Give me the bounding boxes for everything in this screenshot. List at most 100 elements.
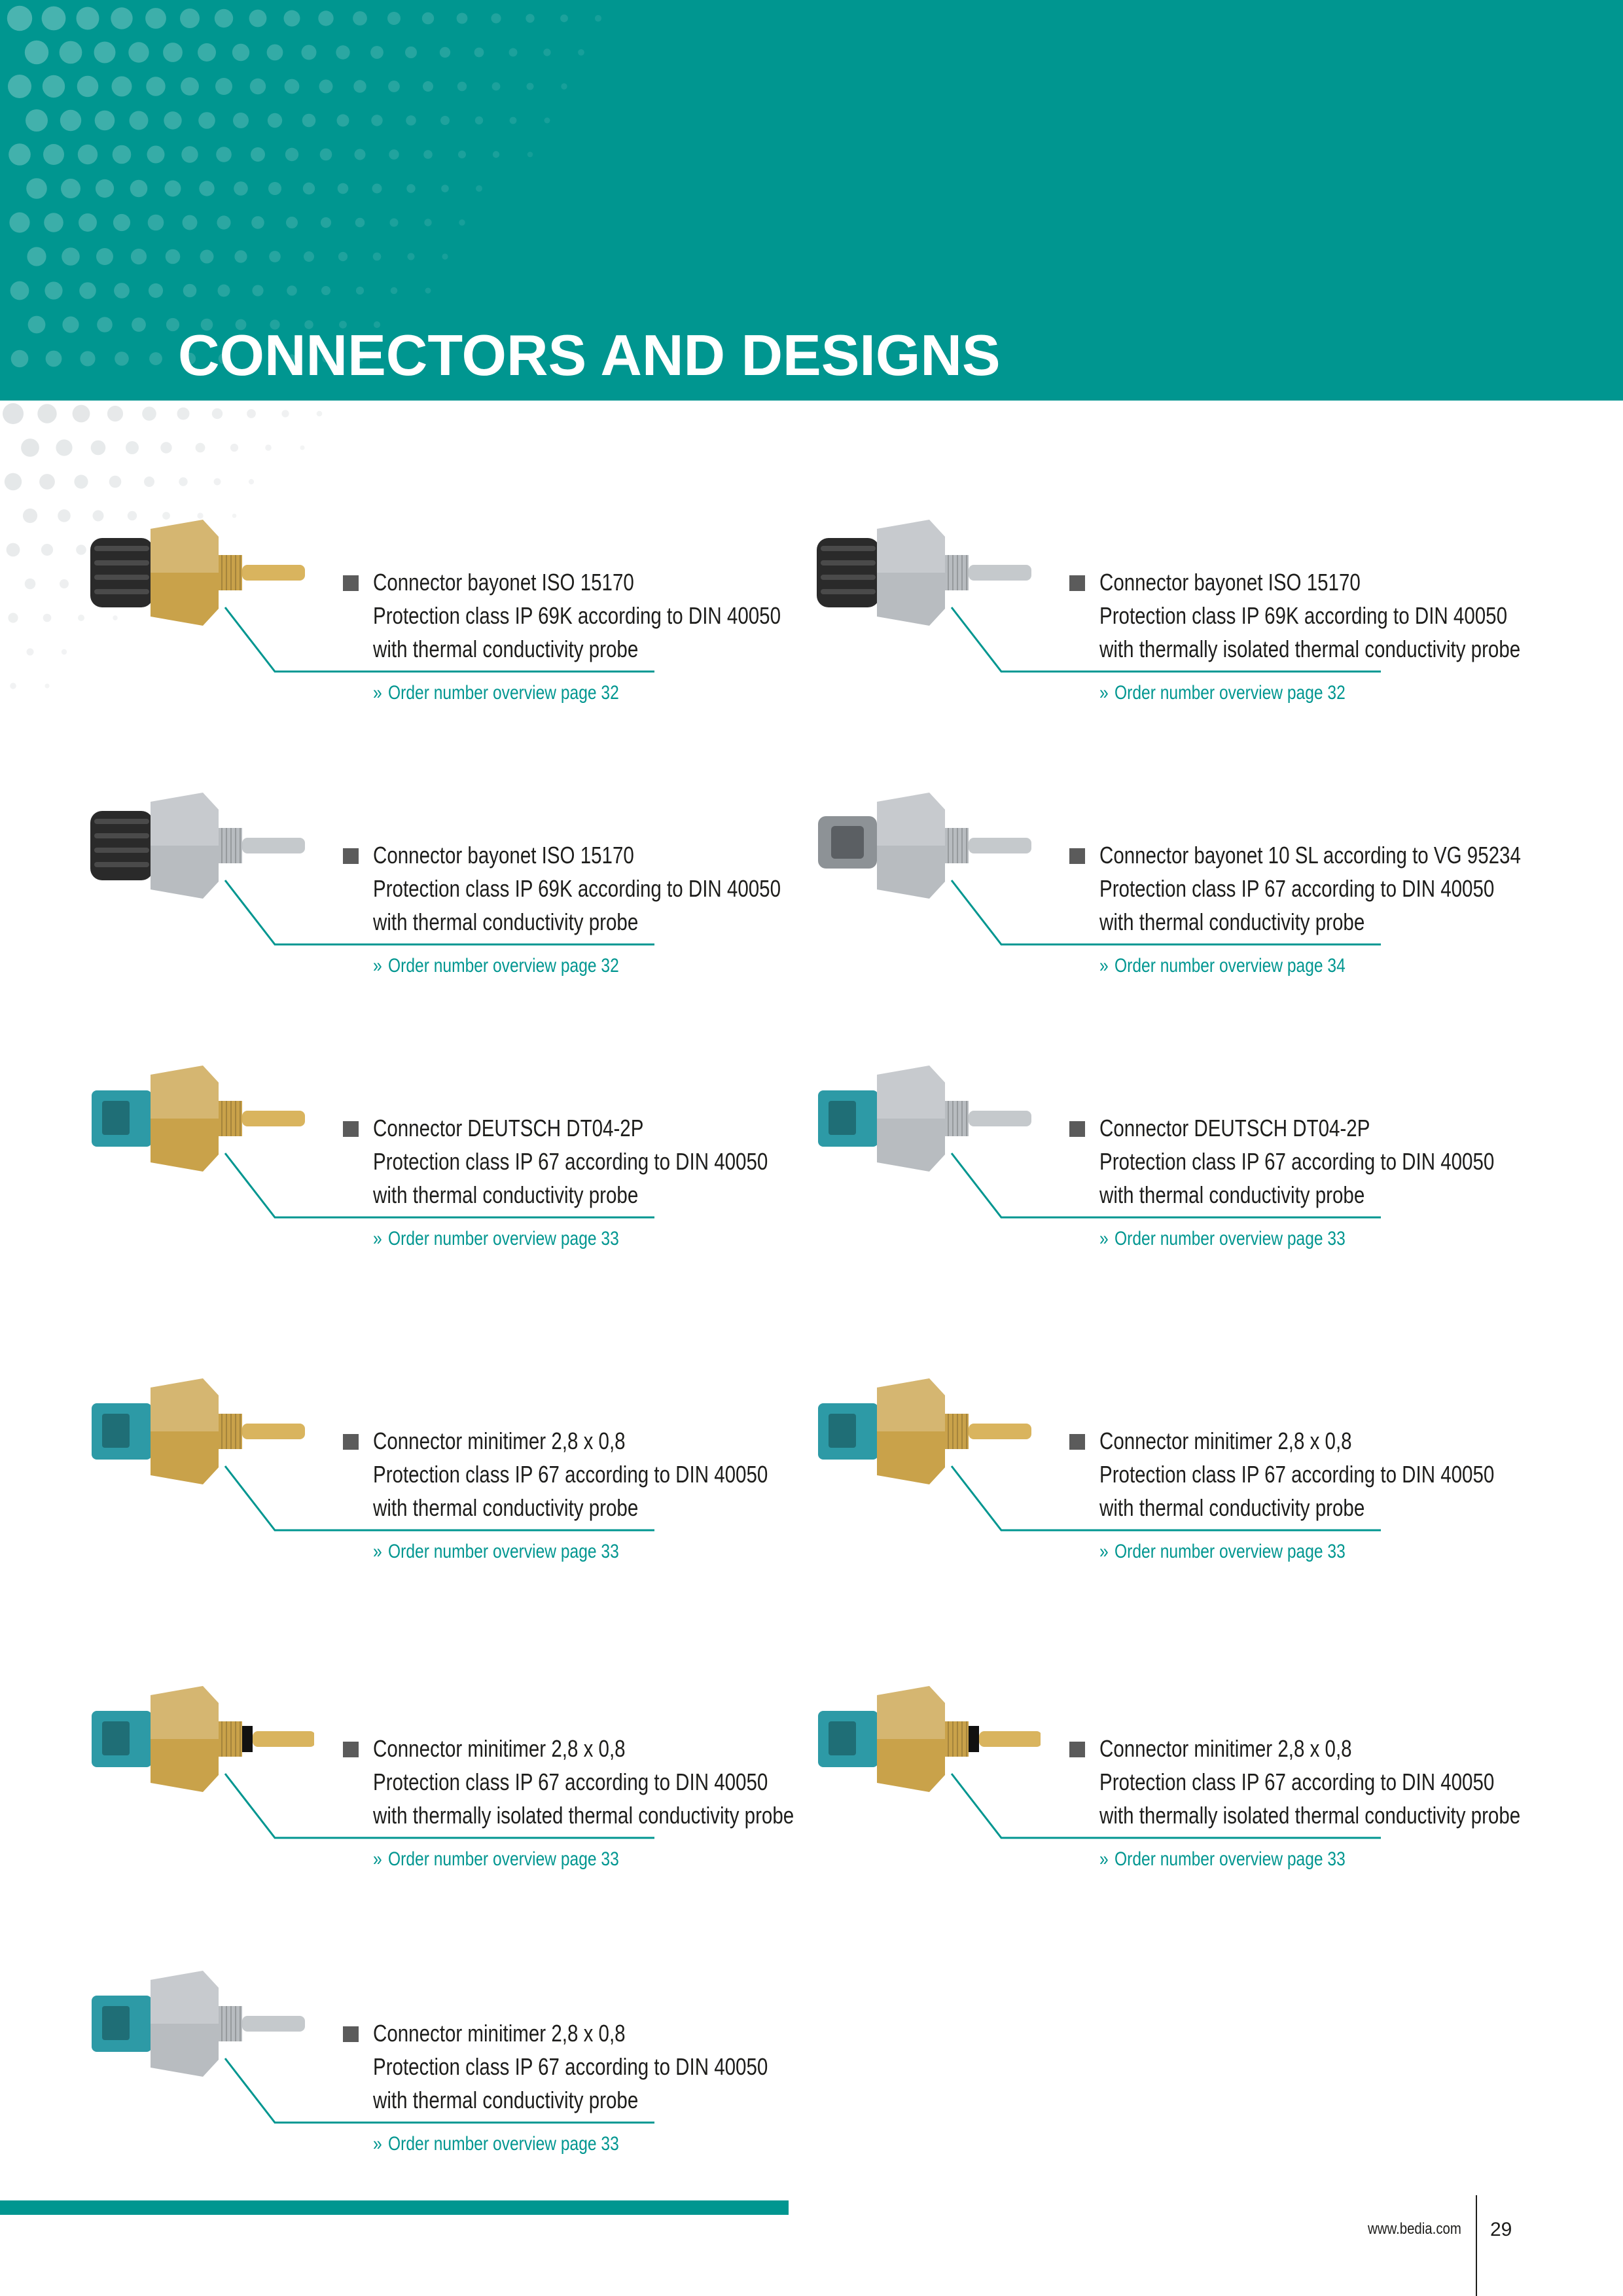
sensor-minitimer-isolated-icon <box>818 1686 1041 1792</box>
description-line: Connector bayonet ISO 15170 <box>373 569 634 596</box>
link-text: Order number overview page 32 <box>387 955 619 977</box>
leader-line <box>224 880 654 946</box>
link-text: Order number overview page 33 <box>387 1848 619 1870</box>
bottom-accent-bar <box>0 2200 789 2215</box>
leader-line <box>950 880 1381 946</box>
description-line: Connector minitimer 2,8 x 0,8 <box>373 1427 626 1454</box>
footer-url[interactable]: www.bedia.com <box>1368 2220 1461 2238</box>
description-line: Protection class IP 69K according to DIN… <box>373 875 781 902</box>
product-description: Connector bayonet 10 SL according to VG … <box>1099 838 1613 939</box>
description-line: with thermally isolated thermal conducti… <box>1099 636 1521 662</box>
description-line: Protection class IP 67 according to DIN … <box>1099 1768 1495 1795</box>
sensor-bayonet-steel-icon <box>817 520 1031 626</box>
link-text: Order number overview page 33 <box>387 1228 619 1249</box>
sensor-deutsch-brass-icon <box>92 1066 305 1172</box>
description-line: with thermal conductivity probe <box>373 1181 639 1208</box>
leader-line <box>950 607 1381 673</box>
description-line: Connector minitimer 2,8 x 0,8 <box>373 1735 626 1762</box>
description-line: Protection class IP 67 according to DIN … <box>373 1148 768 1175</box>
link-prefix: » <box>1099 1848 1109 1870</box>
description-line: with thermally isolated thermal conducti… <box>373 1802 794 1829</box>
description-line: with thermal conductivity probe <box>1099 908 1365 935</box>
bullet-square <box>1069 1434 1085 1450</box>
sensor-minitimer-isolated-icon <box>92 1686 314 1792</box>
sensor-minitimer-brass-icon <box>92 1378 305 1484</box>
order-number-link[interactable]: »Order number overview page 33 <box>373 1228 669 1250</box>
order-number-link[interactable]: »Order number overview page 33 <box>373 1541 669 1563</box>
description-line: Connector minitimer 2,8 x 0,8 <box>1099 1735 1352 1762</box>
description-line: Protection class IP 69K according to DIN… <box>1099 602 1508 629</box>
sensor-10sl-steel-icon <box>818 793 1031 899</box>
link-prefix: » <box>1099 682 1109 704</box>
order-number-link[interactable]: »Order number overview page 33 <box>373 1848 669 1871</box>
order-number-link[interactable]: »Order number overview page 34 <box>1099 955 1396 977</box>
header-banner: CONNECTORS AND DESIGNS <box>0 0 1623 401</box>
description-line: with thermal conductivity probe <box>1099 1181 1365 1208</box>
order-number-link[interactable]: »Order number overview page 33 <box>373 2133 669 2155</box>
bullet-square <box>1069 575 1085 591</box>
order-number-link[interactable]: »Order number overview page 32 <box>1099 682 1396 704</box>
description-line: with thermal conductivity probe <box>373 636 639 662</box>
order-number-link[interactable]: »Order number overview page 33 <box>1099 1848 1396 1871</box>
link-prefix: » <box>373 955 382 977</box>
leader-line <box>224 1465 654 1532</box>
header-dot-pattern <box>7 5 602 368</box>
link-prefix: » <box>373 1541 382 1562</box>
sensor-bayonet-steel-icon <box>90 793 305 899</box>
link-prefix: » <box>1099 1228 1109 1249</box>
bullet-square <box>1069 1121 1085 1137</box>
description-line: with thermal conductivity probe <box>373 1494 639 1521</box>
description-line: Connector bayonet 10 SL according to VG … <box>1099 842 1521 869</box>
link-prefix: » <box>1099 1541 1109 1562</box>
leader-line <box>224 1773 654 1839</box>
sensor-minitimer-brass-icon <box>818 1378 1031 1484</box>
link-text: Order number overview page 33 <box>1114 1541 1346 1562</box>
sensor-deutsch-steel-icon <box>818 1066 1031 1172</box>
product-entry: Connector bayonet 10 SL according to VG … <box>805 770 1521 977</box>
description-line: Protection class IP 69K according to DIN… <box>373 602 781 629</box>
bullet-square <box>343 848 359 864</box>
link-prefix: » <box>373 2133 382 2155</box>
description-line: with thermally isolated thermal conducti… <box>1099 1802 1521 1829</box>
bullet-square <box>343 575 359 591</box>
bullet-square <box>1069 848 1085 864</box>
footer-divider <box>1476 2195 1477 2296</box>
description-line: Protection class IP 67 according to DIN … <box>373 2053 768 2080</box>
sensor-bayonet-brass-icon <box>90 520 305 626</box>
description-line: Connector minitimer 2,8 x 0,8 <box>1099 1427 1352 1454</box>
description-line: with thermal conductivity probe <box>373 908 639 935</box>
sensor-minitimer-steel-icon <box>92 1971 305 2077</box>
description-line: Protection class IP 67 according to DIN … <box>1099 875 1495 902</box>
order-number-link[interactable]: »Order number overview page 32 <box>373 682 669 704</box>
leader-line <box>950 1773 1381 1839</box>
link-text: Order number overview page 33 <box>1114 1848 1346 1870</box>
link-prefix: » <box>373 1228 382 1249</box>
description-line: Connector bayonet ISO 15170 <box>1099 569 1361 596</box>
leader-line <box>224 607 654 673</box>
description-line: Protection class IP 67 according to DIN … <box>373 1461 768 1488</box>
description-line: Protection class IP 67 according to DIN … <box>1099 1461 1495 1488</box>
description-line: with thermal conductivity probe <box>373 2087 639 2113</box>
order-number-link[interactable]: »Order number overview page 33 <box>1099 1541 1396 1563</box>
description-line: Protection class IP 67 according to DIN … <box>1099 1148 1495 1175</box>
leader-line <box>950 1153 1381 1219</box>
order-number-link[interactable]: »Order number overview page 32 <box>373 955 669 977</box>
link-text: Order number overview page 33 <box>387 2133 619 2155</box>
bullet-square <box>343 2026 359 2042</box>
order-number-link[interactable]: »Order number overview page 33 <box>1099 1228 1396 1250</box>
leader-line <box>224 2058 654 2124</box>
